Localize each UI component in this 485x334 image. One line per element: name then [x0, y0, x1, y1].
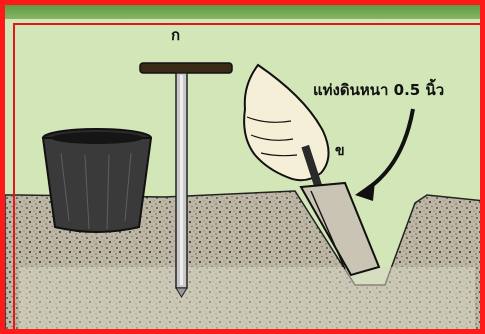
soil-sampling-illustration: [5, 5, 485, 334]
curved-arrow-icon: [367, 109, 413, 189]
label-tool-a: ก: [171, 23, 180, 47]
soil-lower: [19, 267, 475, 334]
label-tool-b: ข: [335, 140, 345, 162]
annotation-soil-slice: แท่งดินหนา 0.5 นิ้ว: [313, 78, 444, 102]
bucket-icon: [43, 129, 151, 232]
arrowhead-icon: [355, 181, 375, 201]
